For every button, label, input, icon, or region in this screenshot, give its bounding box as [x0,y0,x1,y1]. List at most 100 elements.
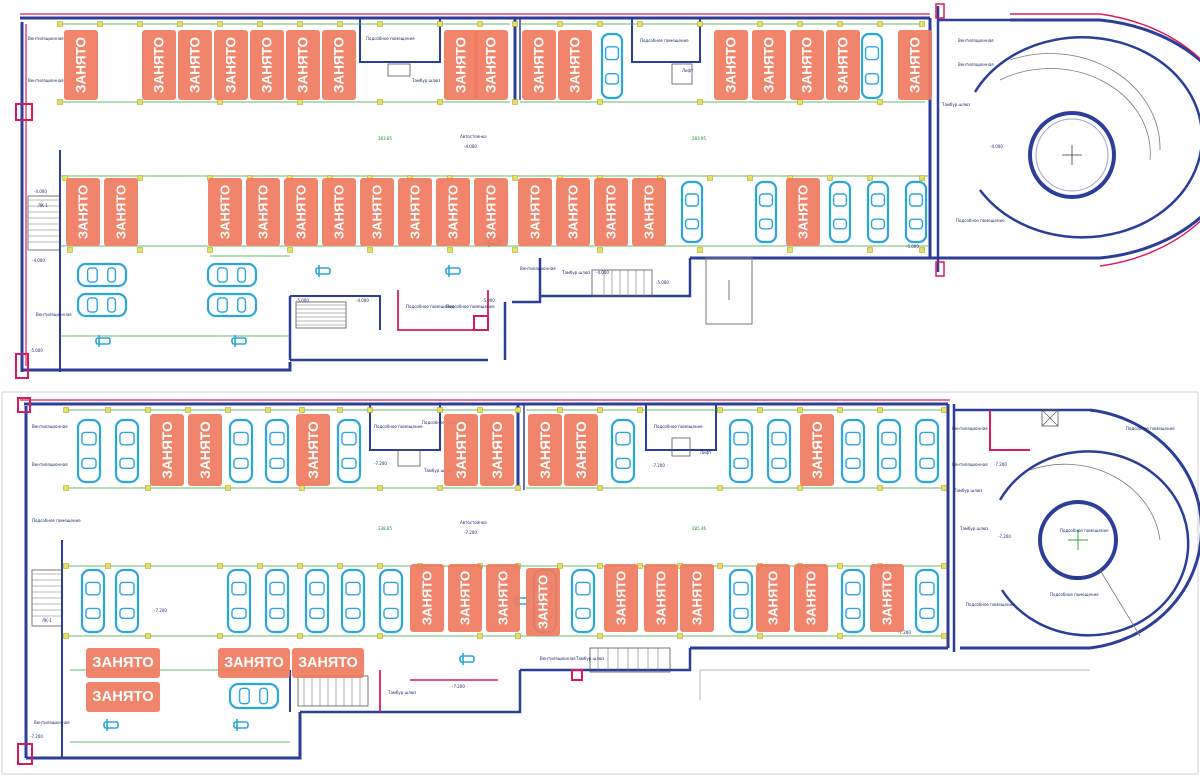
occupied-spot: ЗАНЯТО [398,178,432,246]
occupied-label: ЗАНЯТО [152,37,167,93]
free-car [766,418,792,484]
occupied-fill [632,178,666,246]
car-body [904,180,928,244]
free-car [76,292,128,318]
room-label-tambur: Тамбур шлюз [387,690,416,695]
room-label-tambur: Тамбур шлюз [561,270,590,275]
motorcycle [445,265,461,277]
occupied-fill [604,564,638,632]
car-windshield [269,431,285,446]
car-body [828,180,852,244]
column-marker [63,633,69,639]
car-body [264,568,290,634]
occupied-spot: ЗАНЯТО [604,564,638,632]
room-label-ventkamera: Вентиляционная [34,720,70,725]
occupied-spot: ЗАНЯТО [522,30,556,100]
car-windshield [86,267,98,283]
car-rear-window [269,457,285,470]
occupied-fill [104,178,138,246]
occupied-spot: ЗАНЯТО [644,564,678,632]
car-body [114,418,140,484]
room-label-podsobnoe: Подсобное помещение [366,36,415,41]
room-label-podsobnoe: Подсобное помещение [956,218,1005,223]
lift-shaft [1041,409,1059,427]
column-marker [919,247,925,253]
occupied-fill [756,564,790,632]
column-marker [225,485,231,491]
level-mark: -4.000 [32,258,45,263]
occupied-spot: ЗАНЯТО [632,178,666,246]
car-rear-window [85,607,101,620]
column-marker [867,175,873,181]
column-marker [137,99,143,105]
column-marker [797,99,803,105]
level-mark: -7.400 [1068,576,1081,581]
staircase [591,269,653,297]
free-car [570,568,596,634]
car-body [336,418,362,484]
column-marker [137,247,143,253]
occupied-label: ЗАНЯТО [800,37,815,93]
lower-level-plan [1,391,1200,775]
column-marker [512,21,518,27]
car-rear-window [269,607,285,620]
wall [290,295,381,330]
wall [540,258,692,298]
wall [300,670,522,714]
occupied-label: ЗАНЯТО [218,185,233,239]
ramp-core [1038,500,1118,580]
occupied-fill [556,178,590,246]
car-rear-window [845,457,861,470]
plan-labels: Вентиляционная Вентиляционная Подсобное … [28,36,1175,739]
occupied-spot: ЗАНЯТО [322,30,356,100]
car-windshield [832,193,848,207]
accent-box [935,3,945,19]
occupied-spot: ЗАНЯТО [526,568,560,636]
free-car [860,32,884,100]
occupied-label: ЗАНЯТО [573,421,589,479]
occupied-fill [644,564,678,632]
car-rear-window [870,218,886,230]
column-marker [97,21,103,27]
ramp-outer-wall [1089,408,1200,650]
ramp-lane [1099,569,1141,637]
car-windshield [233,431,249,446]
occupied-label: ЗАНЯТО [458,571,473,625]
column-marker [877,407,883,413]
occupied-label: ЗАНЯТО [408,185,423,239]
column-marker [57,99,63,105]
level-mark: -7.200 [30,734,43,739]
occupied-spot: ЗАНЯТО [178,30,212,100]
occupied-fill [436,178,470,246]
car-windshield [845,581,861,596]
column-marker [299,407,305,413]
room-label-podsobnoe: Подсобное помещение [406,304,455,309]
column-marker [941,633,947,639]
occupied-fill [86,682,160,712]
occupied-fill [800,414,834,486]
occupied-spot: ЗАНЯТО [594,178,628,246]
sheet-frame [1,391,1199,775]
room-label-ventkamera: Вентиляционная [958,62,994,67]
column-marker [145,563,151,569]
ramp-outer-accent [1010,13,1200,267]
occupied-spot: ЗАНЯТО [292,648,364,678]
car-windshield [86,297,98,313]
occupied-spot: ЗАНЯТО [800,414,834,486]
occupied-spot: ЗАНЯТО [898,30,932,100]
column-marker [137,175,143,181]
free-car [876,418,902,484]
column-marker [185,407,191,413]
column-marker [837,633,843,639]
occupied-label: ЗАНЯТО [305,421,321,479]
occupied-fill [178,30,212,100]
occupied-spot: ЗАНЯТО [360,178,394,246]
column-marker [837,563,843,569]
car-windshield [309,581,325,596]
car-body [876,418,902,484]
column-marker [337,563,343,569]
free-car [828,180,852,244]
occupied-label: ЗАНЯТО [724,37,739,93]
column-marker [217,633,223,639]
column-marker [477,21,483,27]
